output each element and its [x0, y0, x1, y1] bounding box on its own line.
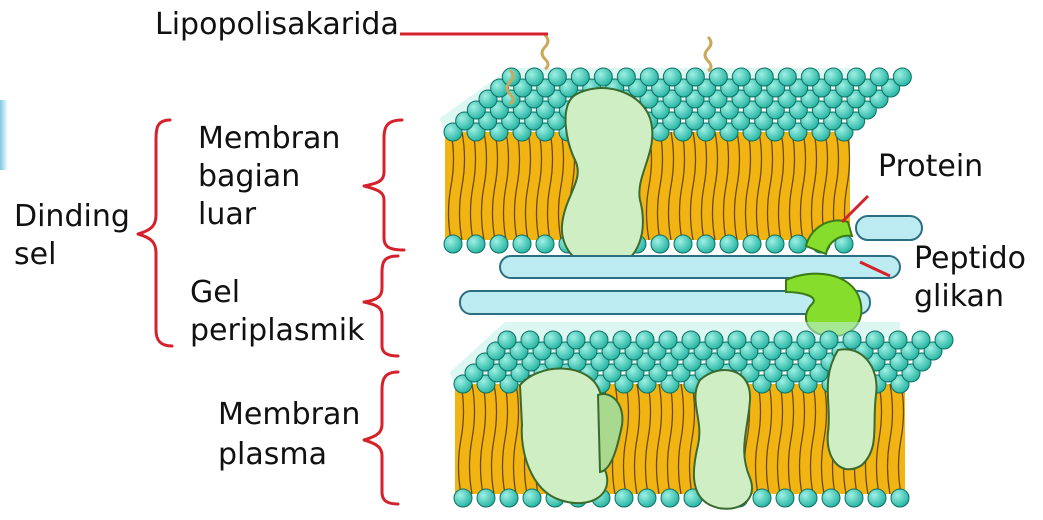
- bracket-dinding-sel: [138, 120, 172, 346]
- phospholipid-head: [845, 489, 863, 507]
- phospholipid-head: [789, 235, 807, 253]
- phospholipid-head: [594, 68, 612, 86]
- phospholipid-head: [615, 489, 633, 507]
- phospholipid-head: [799, 489, 817, 507]
- phospholipid-head: [513, 235, 531, 253]
- phospholipid-head: [797, 331, 815, 349]
- phospholipid-head: [571, 68, 589, 86]
- phospholipid-head: [636, 331, 654, 349]
- phospholipid-head: [659, 331, 677, 349]
- phospholipid-head: [640, 68, 658, 86]
- phospholipid-head: [776, 489, 794, 507]
- phospholipid-head: [935, 331, 953, 349]
- phospholipid-head: [651, 235, 669, 253]
- phospholipid-head: [523, 489, 541, 507]
- label-dinding-line2: sel: [14, 238, 56, 272]
- phospholipid-head: [778, 68, 796, 86]
- bracket-membran-plasma: [364, 372, 398, 504]
- phospholipid-head: [617, 68, 635, 86]
- phospholipid-head: [709, 68, 727, 86]
- label-membran-luar-line2: bagian: [198, 160, 300, 194]
- phospholipid-head: [477, 489, 495, 507]
- label-protein: Protein: [878, 150, 983, 184]
- phospholipid-head: [567, 331, 585, 349]
- phospholipid-head: [824, 68, 842, 86]
- label-membran-luar-line3: luar: [198, 198, 256, 232]
- phospholipid-head: [743, 235, 761, 253]
- phospholipid-head: [638, 489, 656, 507]
- phospholipid-head: [728, 331, 746, 349]
- outer-membrane: [440, 68, 911, 268]
- phospholipid-head: [847, 68, 865, 86]
- phospholipid-head: [661, 489, 679, 507]
- phospholipid-head: [663, 68, 681, 86]
- phospholipid-head: [866, 331, 884, 349]
- phospholipid-head: [686, 68, 704, 86]
- phospholipid-head: [732, 68, 750, 86]
- phospholipid-head: [525, 68, 543, 86]
- phospholipid-head: [801, 68, 819, 86]
- phospholipid-head: [536, 235, 554, 253]
- phospholipid-head: [774, 331, 792, 349]
- phospholipid-head: [755, 68, 773, 86]
- plasma-membrane: [450, 322, 953, 509]
- phospholipid-head: [889, 331, 907, 349]
- phospholipid-head: [500, 489, 518, 507]
- phospholipid-head: [467, 235, 485, 253]
- phospholipid-head: [705, 331, 723, 349]
- plasma-membrane-protein-4: [828, 349, 877, 469]
- phospholipid-head: [498, 331, 516, 349]
- phospholipid-head: [674, 235, 692, 253]
- label-membran-plasma-line2: plasma: [218, 438, 327, 472]
- peptidoglycan-rod-1: [856, 216, 922, 240]
- label-lipopolisakarida: Lipopolisakarida: [155, 8, 399, 42]
- phospholipid-head: [843, 331, 861, 349]
- peptidoglycan-rod-2: [500, 256, 900, 278]
- label-peptido-line1: Peptido: [914, 242, 1026, 276]
- phospholipid-head: [720, 235, 738, 253]
- phospholipid-head: [893, 68, 911, 86]
- phospholipid-head: [751, 331, 769, 349]
- phospholipid-head: [820, 331, 838, 349]
- phospholipid-head: [912, 331, 930, 349]
- phospholipid-head: [766, 235, 784, 253]
- phospholipid-head: [521, 331, 539, 349]
- plasma-membrane-protein-3: [694, 370, 752, 509]
- label-gel-line1: Gel: [190, 276, 240, 310]
- phospholipid-head: [444, 235, 462, 253]
- phospholipid-head: [868, 489, 886, 507]
- phospholipid-head: [490, 235, 508, 253]
- bracket-gel-periplasmik: [364, 256, 398, 356]
- phospholipid-head: [753, 489, 771, 507]
- label-gel-line2: periplasmik: [190, 314, 365, 348]
- phospholipid-head: [891, 489, 909, 507]
- phospholipid-head: [590, 331, 608, 349]
- phospholipid-head: [454, 489, 472, 507]
- label-membran-luar-line1: Membran: [198, 122, 340, 156]
- phospholipid-head: [544, 331, 562, 349]
- phospholipid-head: [613, 331, 631, 349]
- label-peptido-line2: glikan: [914, 280, 1004, 314]
- phospholipid-head: [870, 68, 888, 86]
- label-dinding-line1: Dinding: [14, 200, 130, 234]
- bracket-membran-luar: [364, 120, 404, 250]
- phospholipid-head: [682, 331, 700, 349]
- phospholipid-head: [548, 68, 566, 86]
- phospholipid-head: [822, 489, 840, 507]
- label-membran-plasma-line1: Membran: [218, 398, 360, 432]
- phospholipid-head: [697, 235, 715, 253]
